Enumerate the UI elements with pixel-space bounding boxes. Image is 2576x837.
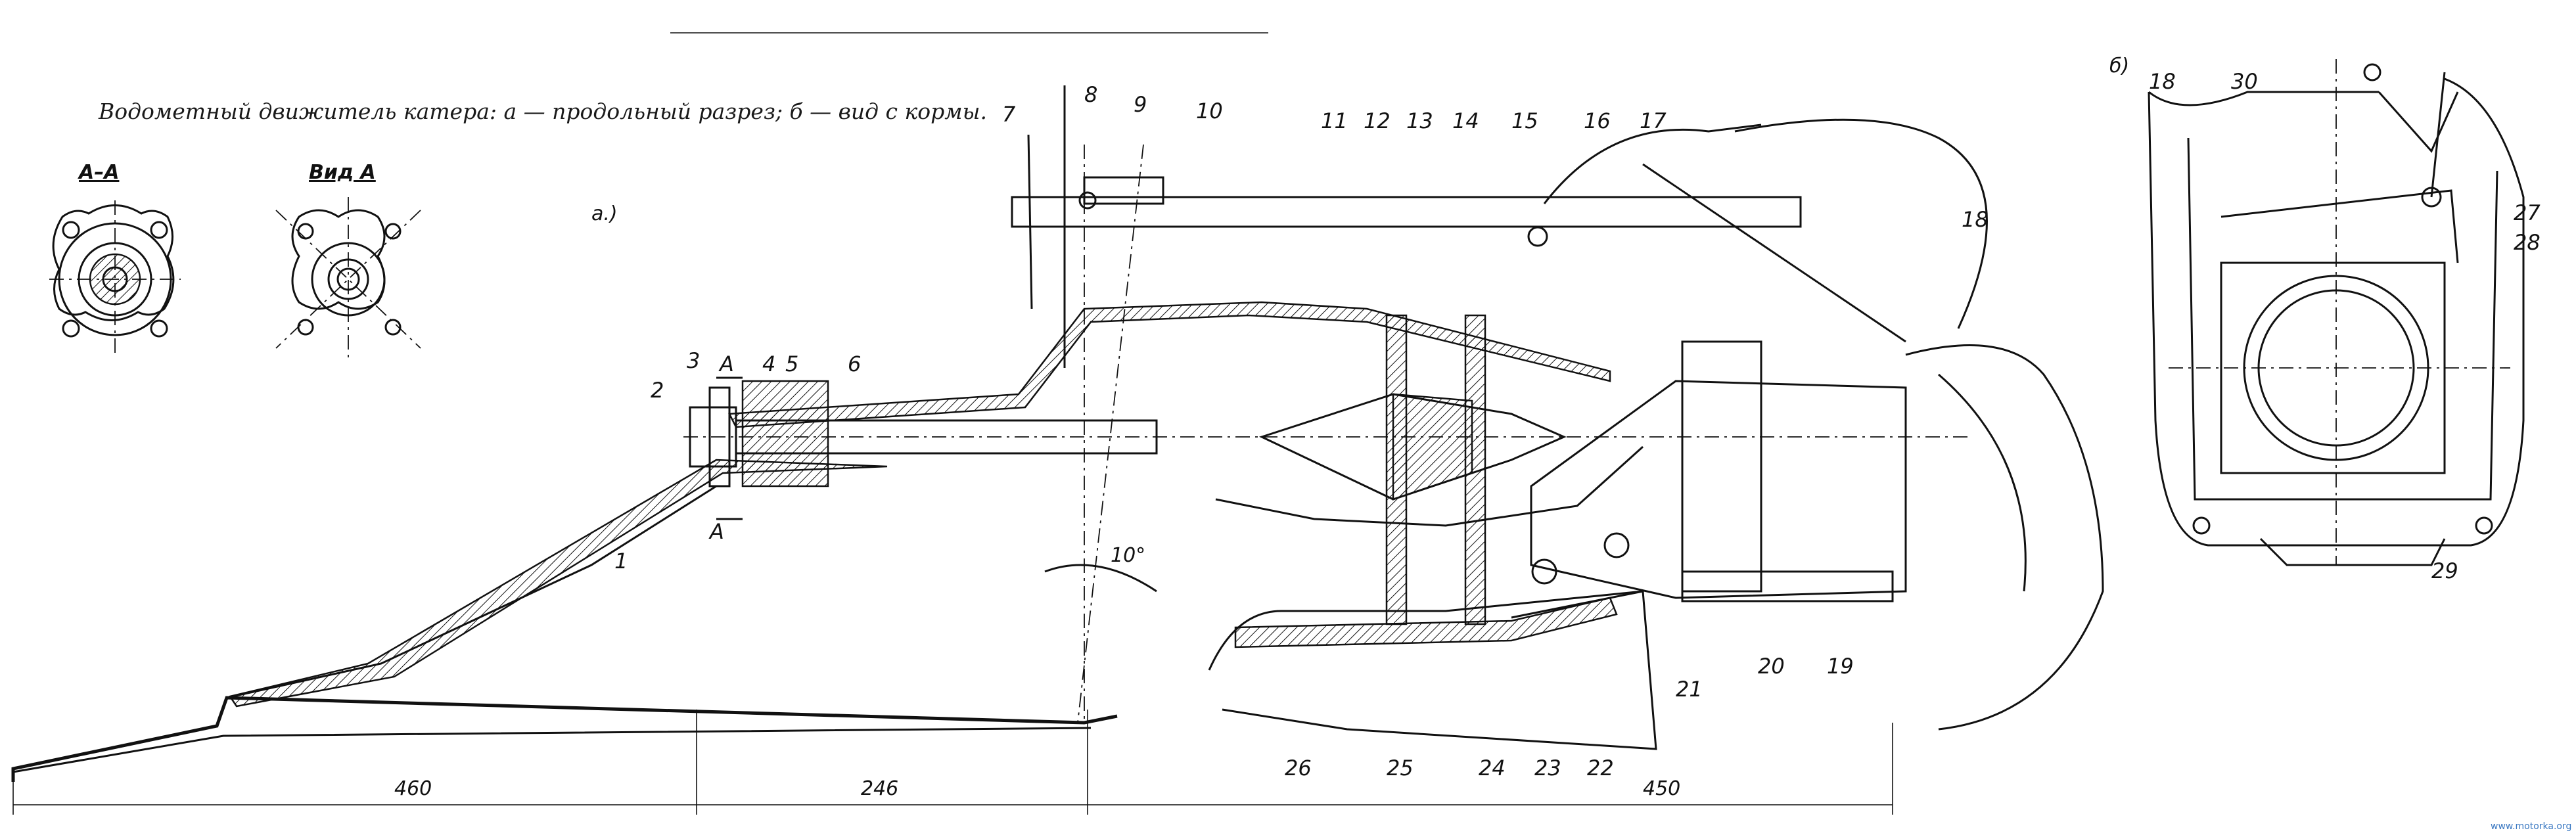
part-number-3: 3 (687, 348, 700, 373)
stern-view: б) (2109, 55, 2525, 566)
section-marker-bottom: А (708, 519, 724, 544)
section-a-a-label: А–А (78, 161, 119, 184)
part-number-18-stern: 18 (2149, 69, 2176, 94)
part-number-11: 11 (1321, 108, 1348, 133)
part-number-1: 1 (614, 549, 628, 574)
part-number-10: 10 (1196, 99, 1223, 124)
view-a-label: Вид А (309, 161, 376, 184)
figure-caption: Водометный движитель катера: а — продоль… (99, 99, 987, 124)
part-number-7: 7 (1002, 102, 1016, 127)
angle-label: 10° (1111, 544, 1145, 567)
part-number-30: 30 (2231, 69, 2258, 94)
part-number-9: 9 (1134, 92, 1147, 117)
part-number-4: 4 (762, 351, 775, 376)
stern-view-label: б) (2109, 55, 2129, 78)
part-number-25: 25 (1387, 756, 1414, 780)
section-marker-top: А (718, 351, 734, 376)
part-number-19: 19 (1827, 654, 1854, 679)
section-a-a-view: А–А (49, 161, 181, 358)
part-number-26: 26 (1285, 756, 1312, 780)
part-number-18: 18 (1962, 207, 1989, 232)
part-number-20: 20 (1758, 654, 1785, 679)
stern-view-part-numbers: 18 30 27 28 29 (2149, 69, 2541, 583)
part-number-23: 23 (1534, 756, 1561, 780)
part-number-14: 14 (1452, 108, 1479, 133)
part-number-8: 8 (1084, 82, 1097, 107)
longitudinal-section (11, 85, 2104, 782)
part-number-6: 6 (848, 351, 861, 376)
part-number-27: 27 (2514, 200, 2541, 225)
part-number-22: 22 (1587, 756, 1614, 780)
watermark-text: www.motorka.org (2491, 821, 2571, 832)
dimension-246: 246 (861, 777, 898, 800)
part-number-13: 13 (1406, 108, 1433, 133)
dimension-lines: 460 246 450 (12, 710, 1893, 815)
part-number-12: 12 (1364, 108, 1391, 133)
dimension-450: 450 (1643, 777, 1680, 800)
part-number-labels: 1 2 3 4 5 6 7 8 9 10 11 12 13 14 15 16 1… (614, 82, 1989, 780)
part-number-5: 5 (785, 351, 798, 376)
view-a-small-label: а.) (591, 202, 618, 225)
part-number-24: 24 (1479, 756, 1506, 780)
view-a: Вид А (275, 161, 421, 358)
dimension-460: 460 (394, 777, 432, 800)
part-number-29: 29 (2431, 558, 2458, 583)
part-number-2: 2 (651, 378, 664, 403)
part-number-16: 16 (1584, 108, 1611, 133)
part-number-28: 28 (2514, 230, 2541, 255)
part-number-17: 17 (1640, 108, 1667, 133)
part-number-15: 15 (1511, 108, 1538, 133)
part-number-21: 21 (1676, 677, 1703, 702)
